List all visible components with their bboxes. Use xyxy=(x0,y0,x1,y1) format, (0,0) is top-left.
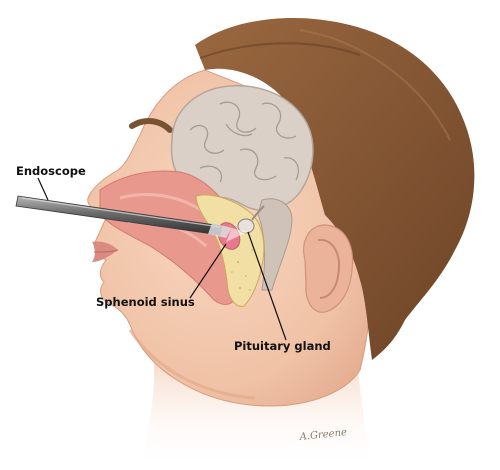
ear xyxy=(303,224,354,313)
pituitary-gland xyxy=(237,218,255,234)
hair xyxy=(195,17,475,360)
brain-folds xyxy=(189,101,299,183)
artist-signature: A.Greene xyxy=(298,427,347,443)
eyebrow xyxy=(129,118,173,133)
endoscope-leader xyxy=(37,177,49,201)
endoscope-tip xyxy=(208,223,232,238)
endoscope-light xyxy=(226,228,248,242)
endoscope-label: Endoscope xyxy=(16,164,86,178)
sphenoid-sinus-leader xyxy=(189,243,227,299)
bone-texture xyxy=(231,249,253,291)
sphenoid-sinus-label: Sphenoid sinus xyxy=(96,295,195,309)
pituitary-gland-label: Pituitary gland xyxy=(234,339,331,353)
pituitary-gland-leader xyxy=(247,231,287,341)
